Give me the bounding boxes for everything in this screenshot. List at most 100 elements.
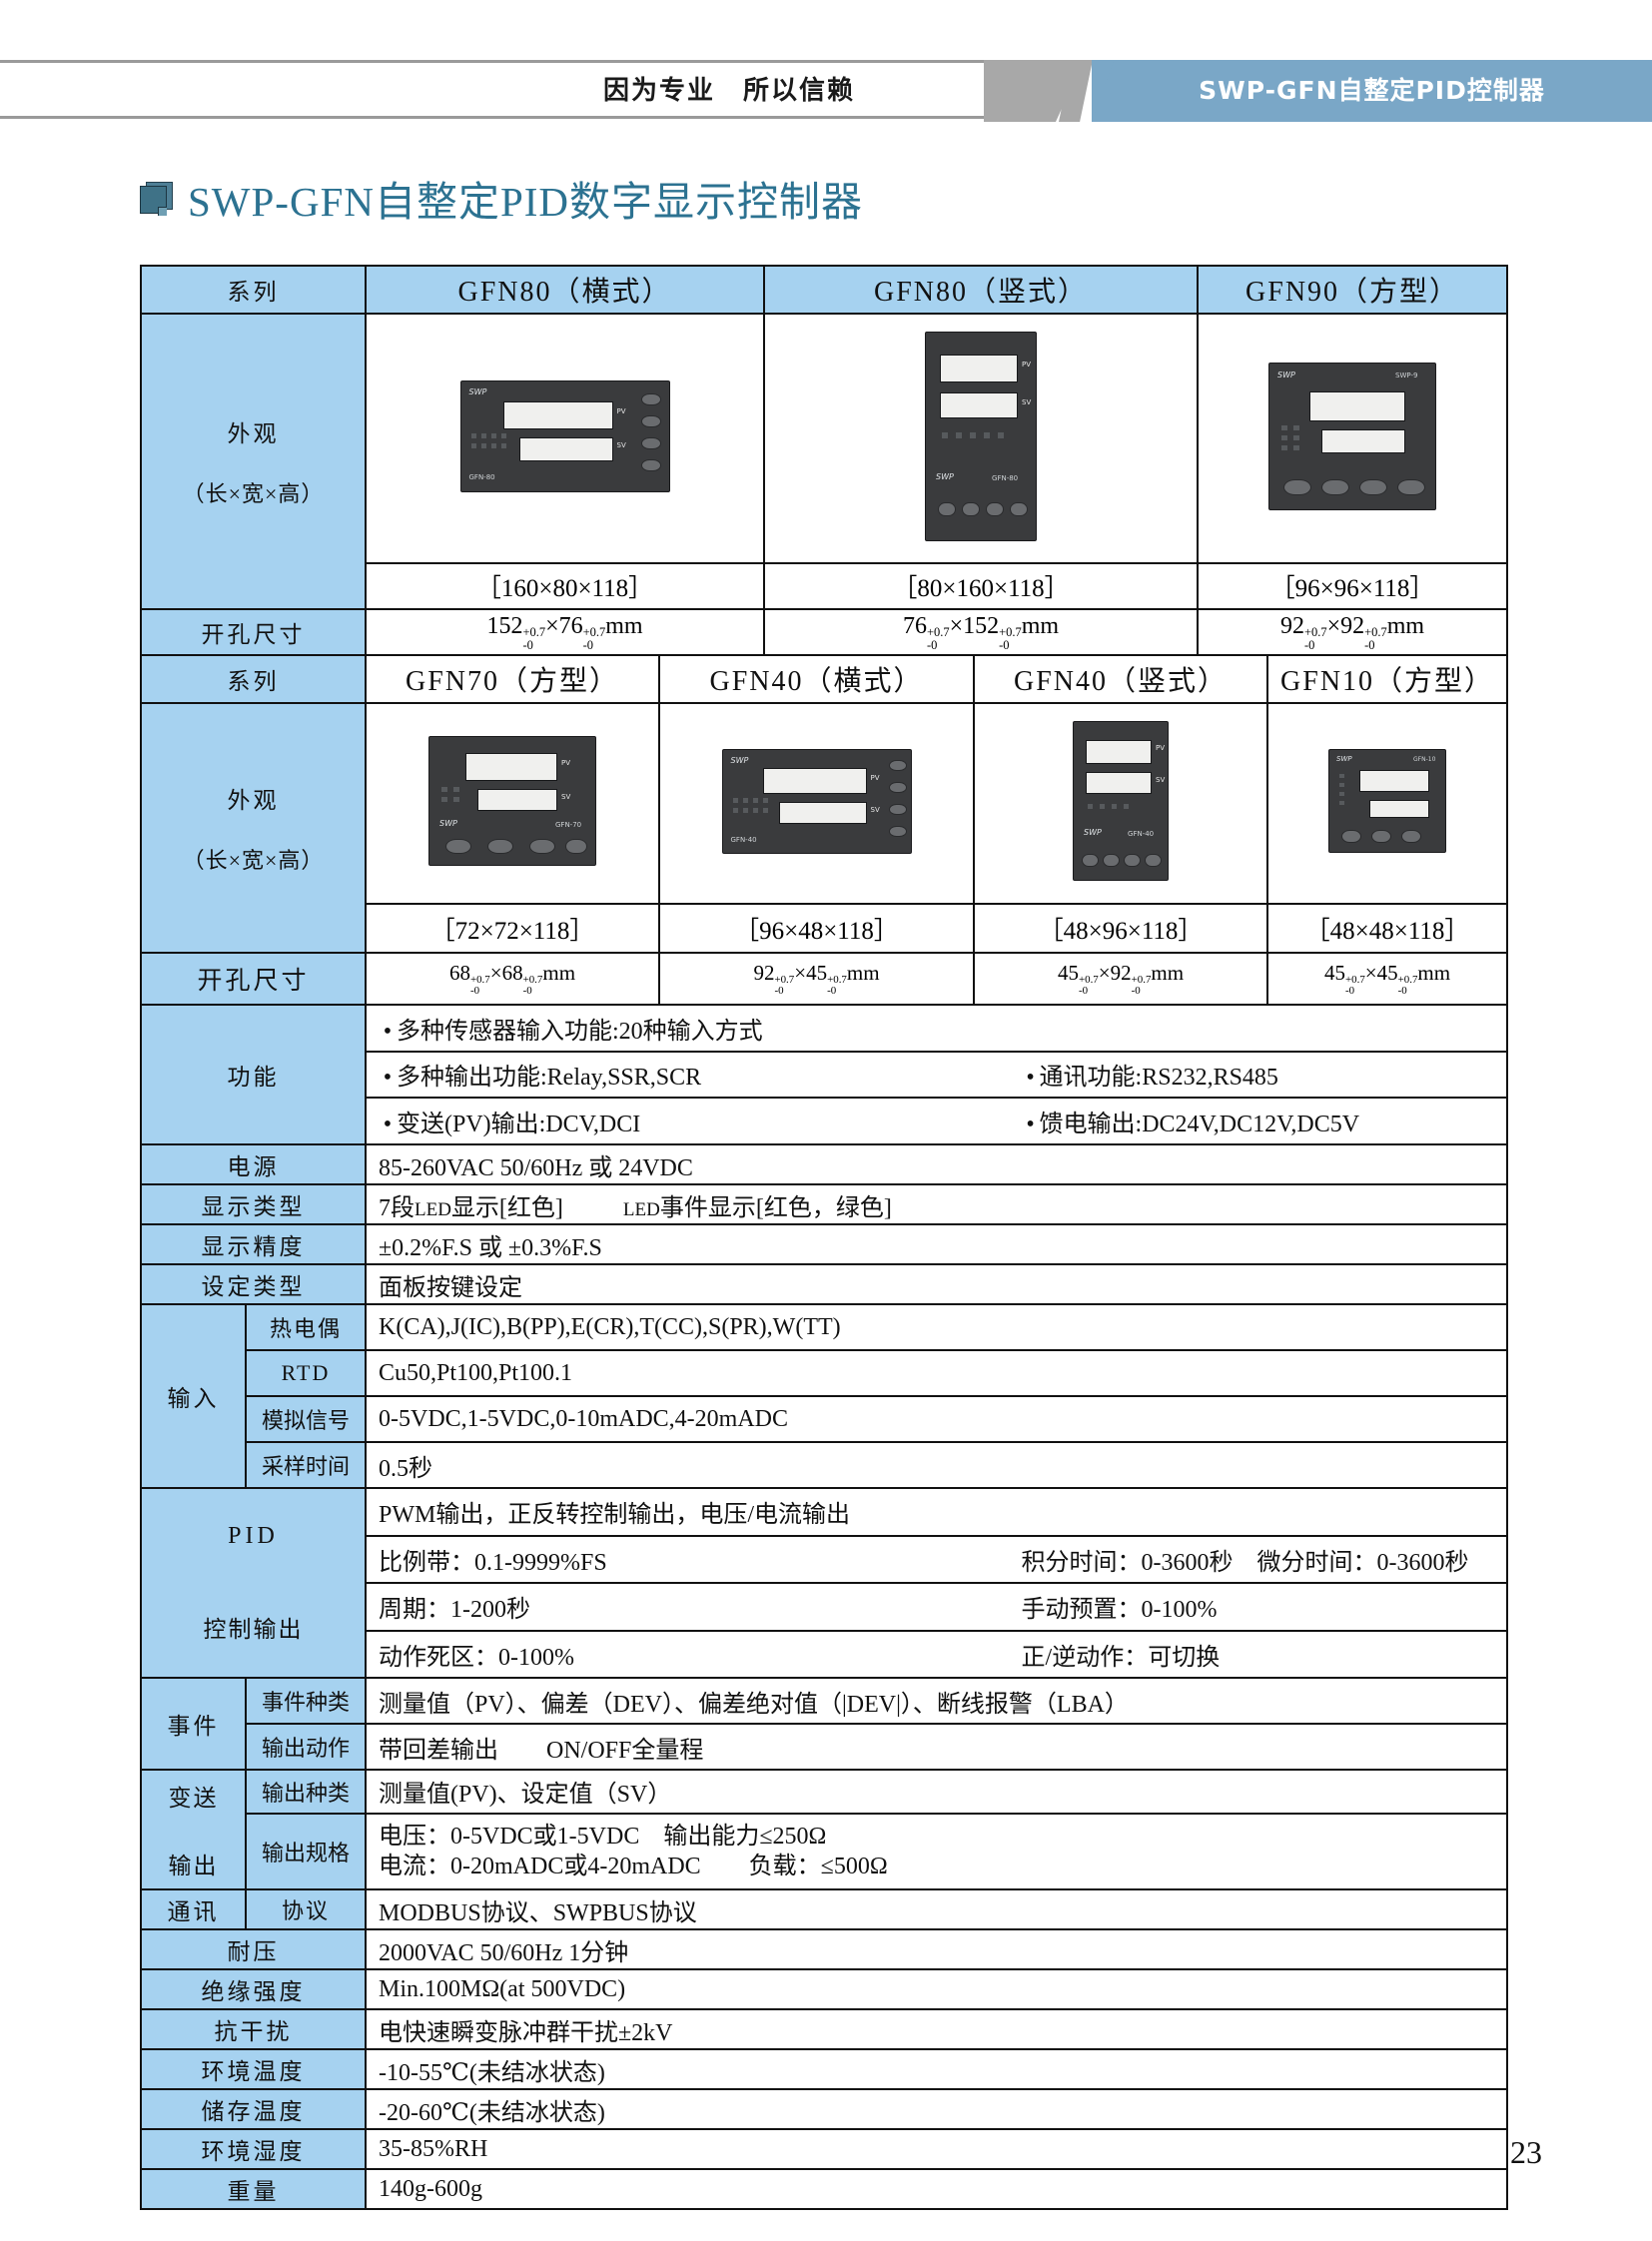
ambient-humidity-label: 环境湿度	[140, 2128, 367, 2170]
table-row-input-rtd: RTD Cu50,Pt100,Pt100.1	[141, 1349, 1509, 1397]
ambient-temp-value: -10-55℃(未结冰状态)	[364, 2048, 1509, 2090]
display-accuracy-label: 显示精度	[140, 1223, 367, 1265]
dimension-gfn10: ［48×48×118］	[1266, 903, 1509, 954]
table-row-transmit-type: 变送 输出 输出种类 测量值(PV)、设定值（SV）	[140, 1769, 1509, 1890]
device-image-gfn90: SWP SWP-9	[1197, 313, 1509, 564]
header-blue-band	[1092, 60, 1652, 122]
dimension-gfn40v: ［48×96×118］	[973, 903, 1269, 954]
device-image-gfn80v: PV SV SWP GFN-80	[763, 313, 1200, 564]
bullet-icon: •	[383, 1112, 393, 1138]
series-label-2: 系列	[140, 654, 367, 704]
model-header-gfn70: GFN70（方型）	[365, 654, 660, 704]
function-row-1: •多种传感器输入功能:20种输入方式	[364, 1004, 1509, 1053]
header-rule-bottom	[0, 116, 984, 119]
header-rule-top	[0, 60, 999, 63]
transmit-sublabel-type: 输出种类	[245, 1769, 367, 1815]
device-image-gfn10: SWP GFN-10	[1266, 701, 1509, 906]
cutout-label-1: 开孔尺寸	[140, 608, 367, 656]
event-sublabel-action: 输出动作	[245, 1723, 367, 1771]
pid-row-2: 比例带：0.1-9999%FS 积分时间：0-3600秒 微分时间：0-3600…	[364, 1534, 1509, 1584]
transmit-value-type: 测量值(PV)、设定值（SV）	[364, 1769, 1509, 1815]
weight-value: 140g-600g	[364, 2168, 1509, 2210]
table-row-storage-temp: 储存温度 -20-60℃(未结冰状态)	[140, 2088, 1509, 2130]
model-header-gfn40h: GFN40（横式）	[657, 654, 976, 704]
table-row-input-thermocouple: 输入 热电偶 K(CA),J(IC),B(PP),E(CR),T(CC),S(P…	[140, 1303, 1509, 1489]
power-value: 85-260VAC 50/60Hz 或 24VDC	[364, 1143, 1509, 1185]
series-label-1: 系列	[140, 265, 367, 315]
bullet-icon: •	[1026, 1065, 1035, 1092]
table-row-function-1: 功能 •多种传感器输入功能:20种输入方式	[140, 1004, 1509, 1145]
insulation-value: Min.100MΩ(at 500VDC)	[364, 1968, 1509, 2010]
table-row-pid-3: 周期：1-200秒 手动预置：0-100%	[141, 1582, 1509, 1632]
table-row-comm: 通讯 协议 MODBUS协议、SWPBUS协议	[140, 1888, 1509, 1930]
ambient-humidity-value: 35-85%RH	[364, 2128, 1509, 2170]
model-header-gfn80v: GFN80（竖式）	[763, 265, 1200, 315]
table-row-insulation: 绝缘强度 Min.100MΩ(at 500VDC)	[140, 1968, 1509, 2010]
weight-label: 重量	[140, 2168, 367, 2210]
bullet-icon: •	[383, 1018, 393, 1045]
table-row-ambient-temp: 环境温度 -10-55℃(未结冰状态)	[140, 2048, 1509, 2090]
bullet-icon: •	[383, 1065, 393, 1092]
input-sublabel-sampling: 采样时间	[245, 1441, 367, 1489]
book-icon	[140, 182, 174, 216]
withstand-label: 耐压	[140, 1928, 367, 1970]
dimension-gfn80v: ［80×160×118］	[763, 562, 1200, 610]
cutout-label-2: 开孔尺寸	[140, 952, 367, 1006]
table-row-input-sampling: 采样时间 0.5秒	[141, 1441, 1509, 1489]
comm-sublabel: 协议	[245, 1888, 367, 1930]
header-slogan: 因为专业 所以信赖	[602, 76, 855, 106]
transmit-sublabel-spec: 输出规格	[245, 1812, 367, 1891]
dimension-gfn80h: ［160×80×118］	[364, 562, 766, 610]
bullet-icon: •	[1026, 1112, 1035, 1138]
function-row-2: •多种输出功能:Relay,SSR,SCR •通讯功能:RS232,RS485	[364, 1050, 1509, 1100]
pid-row-1: PWM输出，正反转控制输出，电压/电流输出	[364, 1487, 1509, 1537]
appearance-label-1: 外观 （长×宽×高）	[140, 313, 367, 610]
table-row-setting-type: 设定类型 面板按键设定	[140, 1263, 1509, 1305]
table-row-series-header-1: 系列 GFN80（横式） GFN80（竖式） GFN90（方型）	[140, 265, 1509, 315]
table-row-display-accuracy: 显示精度 ±0.2%F.S 或 ±0.3%F.S	[140, 1223, 1509, 1265]
input-sublabel-rtd: RTD	[245, 1349, 367, 1397]
device-image-gfn70: PV SV SWP GFN-70	[365, 701, 660, 906]
table-row-display-type: 显示类型 7段LED显示[红色]LED事件显示[红色，绿色]	[140, 1183, 1509, 1225]
table-row-pid-4: 动作死区：0-100% 正/逆动作：可切换	[141, 1629, 1509, 1679]
anti-interference-label: 抗干扰	[140, 2008, 367, 2050]
model-header-gfn80h: GFN80（横式）	[364, 265, 766, 315]
table-row-function-2: •多种输出功能:Relay,SSR,SCR •通讯功能:RS232,RS485	[141, 1050, 1509, 1100]
page-title: SWP-GFN自整定PID数字显示控制器	[188, 179, 864, 225]
table-row-withstand: 耐压 2000VAC 50/60Hz 1分钟	[140, 1928, 1509, 1970]
table-row-event-action: 输出动作 带回差输出 ON/OFF全量程	[141, 1723, 1509, 1771]
table-row-anti-interference: 抗干扰 电快速瞬变脉冲群干扰±2kV	[140, 2008, 1509, 2050]
device-image-gfn40h: SWP PV SV GFN-40	[657, 701, 976, 906]
table-row-ambient-humidity: 环境湿度 35-85%RH	[140, 2128, 1509, 2170]
table-row-appearance-1: 外观 （长×宽×高） SWP PV SV	[140, 313, 1509, 610]
header-blue-inner	[1092, 60, 1652, 122]
table-row-dimensions-1: ［160×80×118］ ［80×160×118］ ［96×96×118］	[141, 562, 1509, 610]
setting-type-label: 设定类型	[140, 1263, 367, 1305]
storage-temp-value: -20-60℃(未结冰状态)	[364, 2088, 1509, 2130]
event-value-type: 测量值（PV）、偏差（DEV）、偏差绝对值（|DEV|）、断线报警（LBA）	[364, 1677, 1509, 1725]
input-value-analog: 0-5VDC,1-5VDC,0-10mADC,4-20mADC	[364, 1395, 1509, 1443]
transmit-value-spec: 电压：0-5VDC或1-5VDC 输出能力≤250Ω 电流：0-20mADC或4…	[364, 1812, 1509, 1891]
input-value-thermocouple: K(CA),J(IC),B(PP),E(CR),T(CC),S(PR),W(TT…	[364, 1303, 1509, 1351]
table-row-pid-1: PID 控制输出 PWM输出，正反转控制输出，电压/电流输出	[140, 1487, 1509, 1679]
function-row-3: •变送(PV)输出:DCV,DCI •馈电输出:DC24V,DC12V,DC5V	[364, 1097, 1509, 1145]
event-label: 事件	[140, 1677, 247, 1771]
table-row-weight: 重量 140g-600g	[140, 2168, 1509, 2210]
input-value-rtd: Cu50,Pt100,Pt100.1	[364, 1349, 1509, 1397]
table-row-transmit-spec: 输出规格 电压：0-5VDC或1-5VDC 输出能力≤250Ω 电流：0-20m…	[141, 1812, 1509, 1891]
display-type-label: 显示类型	[140, 1183, 367, 1225]
pid-row-4: 动作死区：0-100% 正/逆动作：可切换	[364, 1629, 1509, 1679]
function-label: 功能	[140, 1004, 367, 1145]
table-row-dimensions-2: ［72×72×118］ ［96×48×118］ ［48×96×118］ ［48×…	[141, 903, 1509, 954]
power-label: 电源	[140, 1143, 367, 1185]
table-row-appearance-2: 外观 （长×宽×高） PV SV SWP GFN-70	[140, 701, 1509, 954]
page-number: 23	[1510, 2134, 1542, 2170]
